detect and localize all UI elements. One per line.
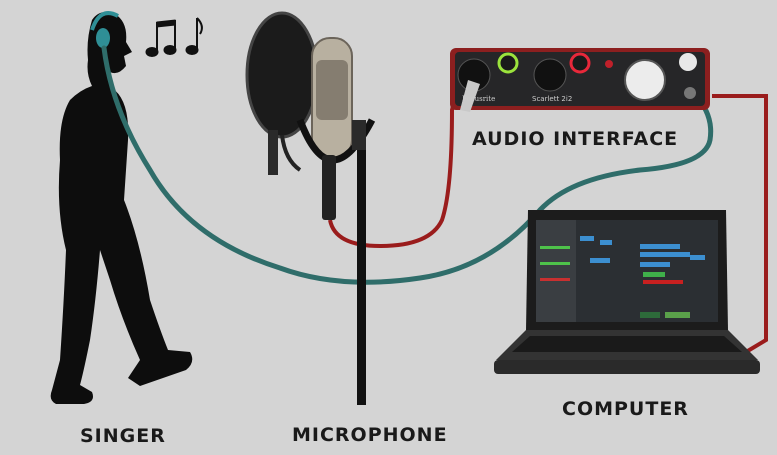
headphones-icon — [90, 11, 119, 48]
microphone-label: MICROPHONE — [292, 424, 448, 446]
audio-interface: Focusrite Scarlett 2i2 — [450, 48, 710, 112]
singer-label: SINGER — [80, 425, 166, 447]
mic-cable — [328, 91, 458, 249]
headphone-cable — [101, 45, 714, 285]
laptop — [494, 210, 760, 374]
brand-text: Focusrite — [462, 95, 495, 103]
pop-filter — [245, 11, 319, 139]
audio-interface-label: AUDIO INTERFACE — [472, 128, 679, 150]
music-notes-icon — [145, 17, 203, 57]
computer-label: COMPUTER — [562, 398, 689, 420]
singer-silhouette — [50, 12, 193, 404]
model-text: Scarlett 2i2 — [532, 95, 572, 103]
computer-cable — [712, 94, 768, 354]
microphone — [245, 11, 376, 405]
